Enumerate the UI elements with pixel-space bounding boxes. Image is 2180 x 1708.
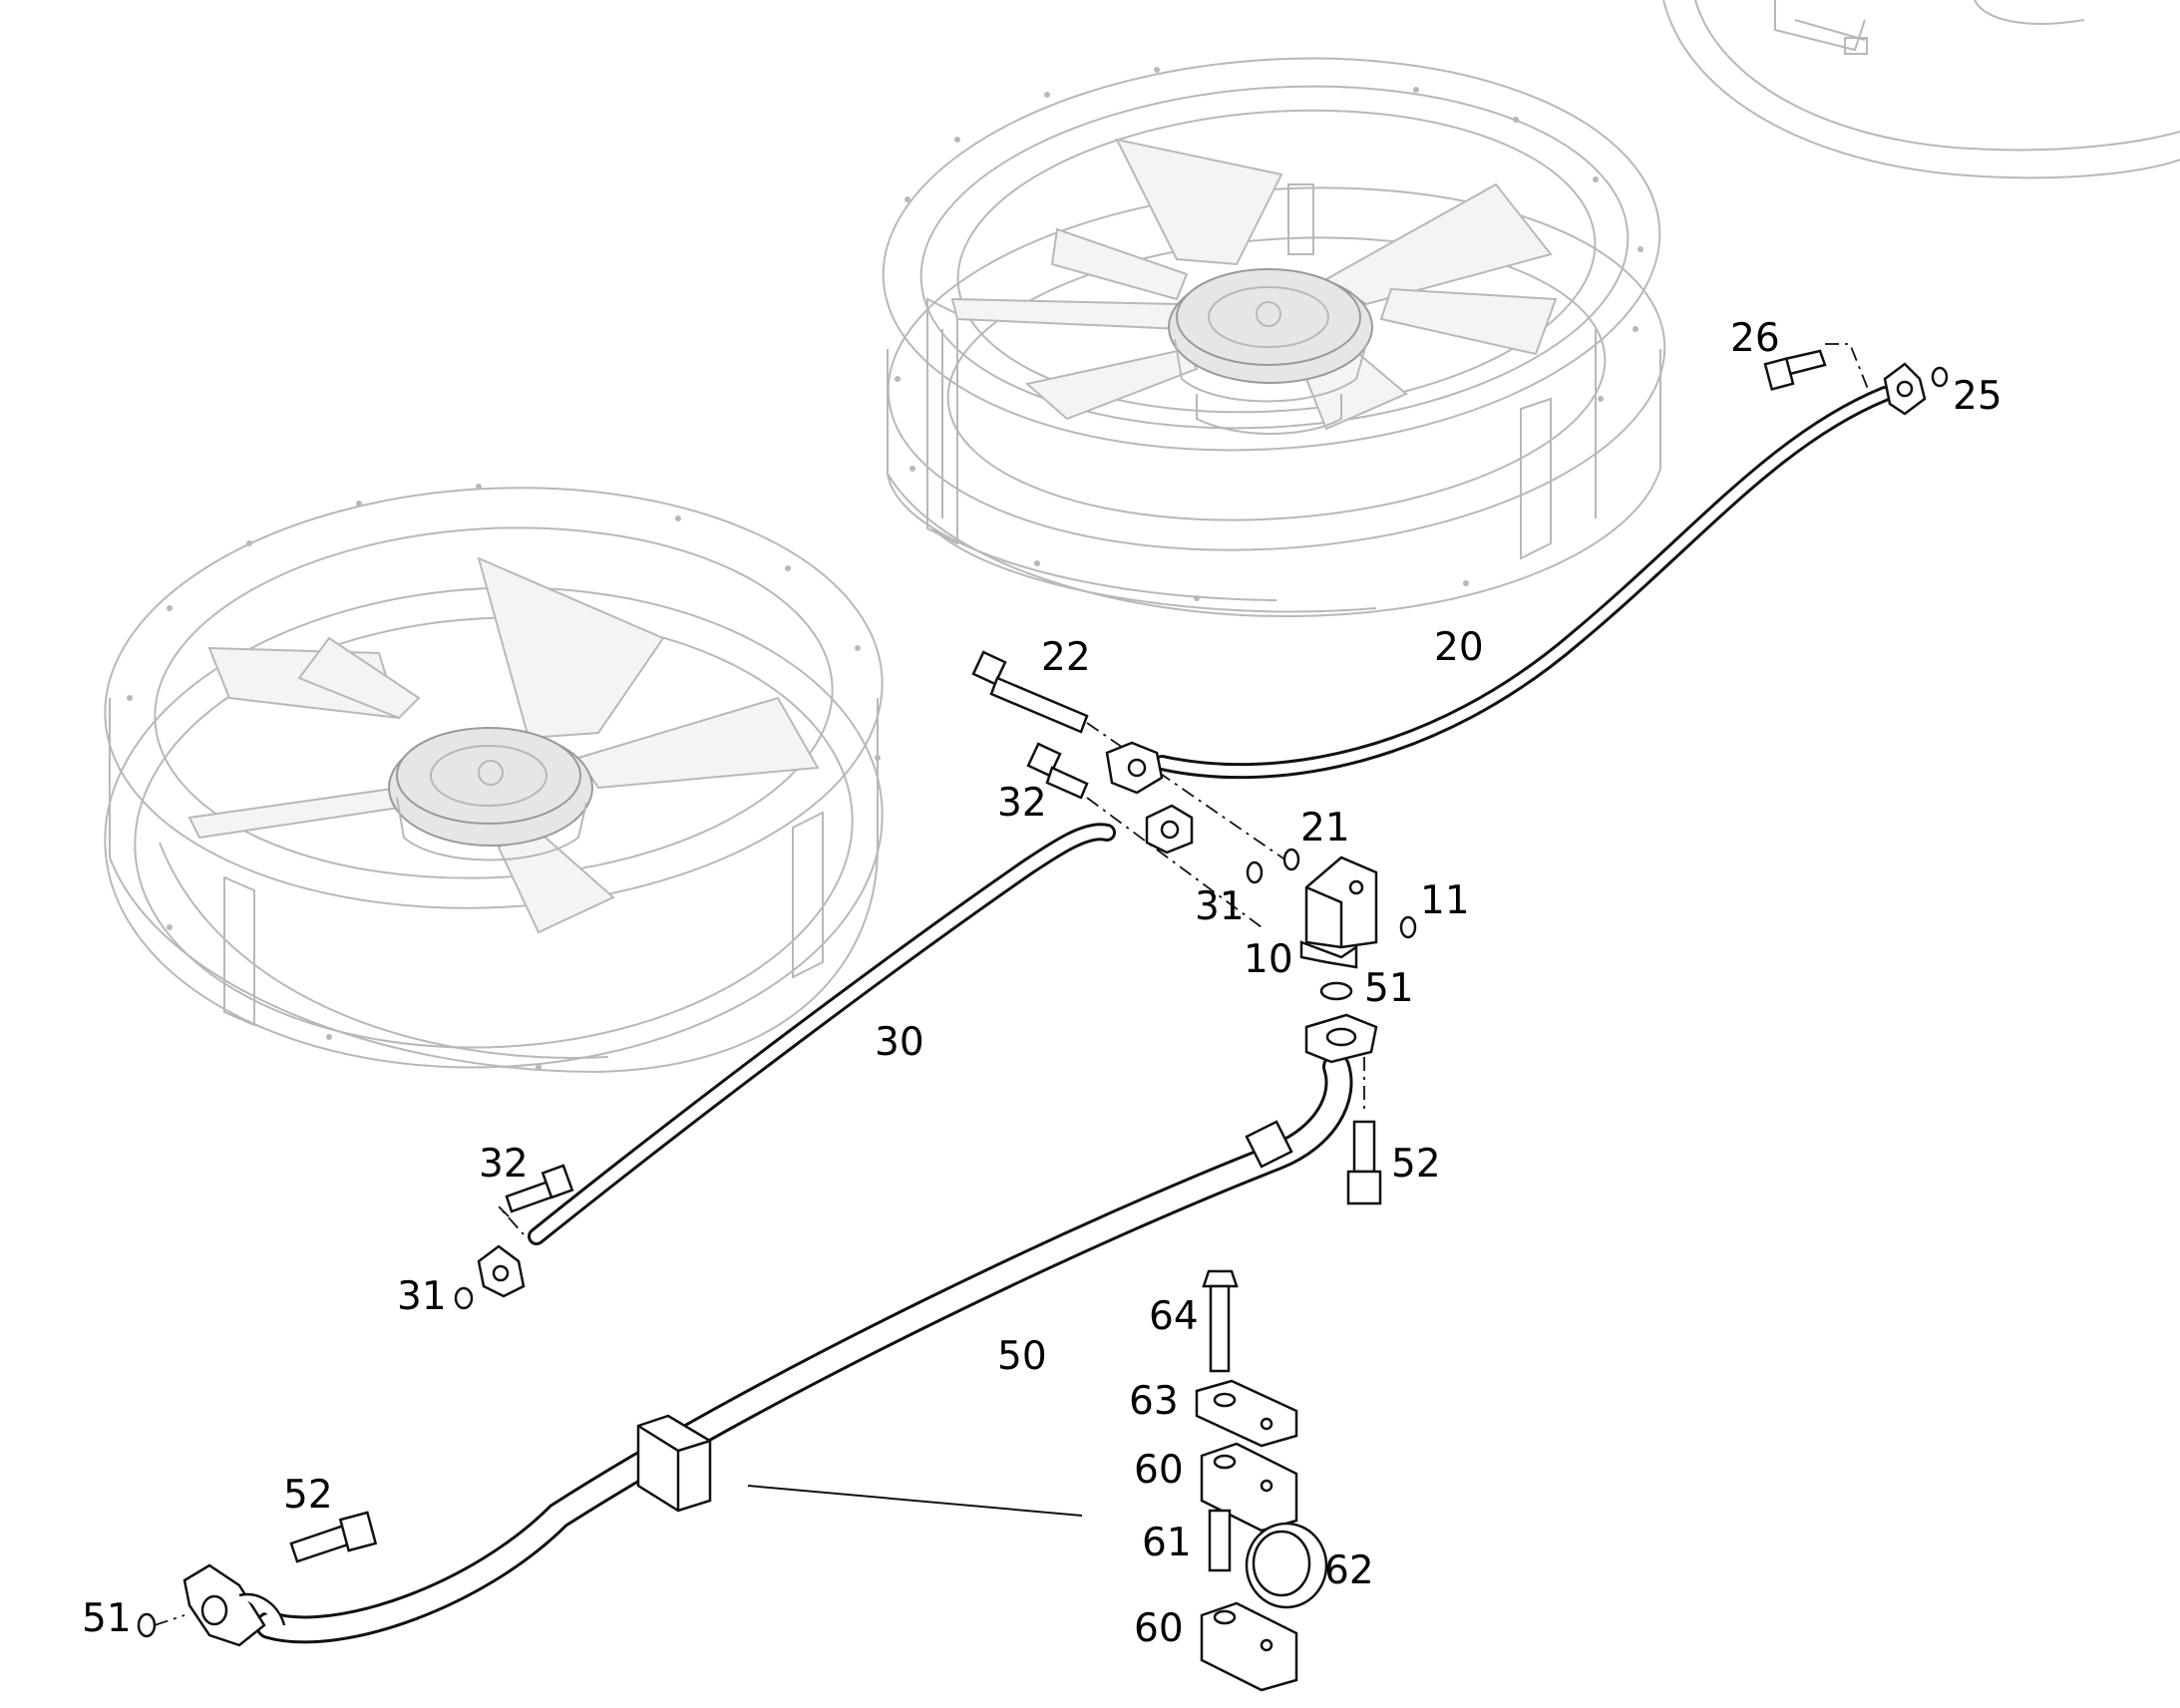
o-ring-21	[1282, 848, 1300, 871]
bolt-52-upper	[1346, 1120, 1382, 1205]
flange-fitting-20-start	[1105, 741, 1164, 795]
label-part-21: 21	[1300, 806, 1350, 851]
label-part-22: 22	[1041, 635, 1091, 680]
label-part-31-lower: 31	[397, 1274, 447, 1319]
bolt-22	[971, 650, 1089, 734]
label-part-60-lower: 60	[1134, 1606, 1184, 1651]
label-part-30: 30	[875, 1020, 924, 1065]
hose-clamp-50	[636, 1414, 712, 1513]
flange-fitting-50-lower	[182, 1563, 286, 1647]
dash-line-32-lower	[498, 1205, 525, 1235]
label-part-50: 50	[997, 1334, 1047, 1379]
label-part-62: 62	[1324, 1548, 1374, 1593]
hose-20	[1154, 386, 1893, 780]
label-part-63: 63	[1129, 1379, 1179, 1424]
bolt-64	[1202, 1269, 1239, 1373]
label-part-25: 25	[1953, 374, 2002, 419]
bolt-26	[1763, 349, 1827, 391]
flange-fitting-30-end	[1145, 804, 1194, 854]
hose-30	[528, 823, 1116, 1245]
label-part-51-lower: 51	[82, 1596, 132, 1641]
dash-line-32	[1086, 797, 1263, 928]
label-part-26: 26	[1730, 316, 1780, 361]
bolt-32-lower	[505, 1164, 574, 1213]
label-part-11: 11	[1420, 878, 1470, 923]
o-ring-31-upper	[1246, 860, 1264, 884]
clamp-half-60-upper	[1200, 1442, 1298, 1533]
o-ring-51-lower	[137, 1612, 157, 1638]
label-part-51-upper: 51	[1364, 966, 1414, 1011]
dowel-pin-61	[1208, 1509, 1232, 1572]
manifold-block-10	[1299, 855, 1378, 969]
o-ring-51-upper	[1319, 981, 1353, 1001]
label-part-32-upper: 32	[997, 781, 1047, 826]
cover-plate-63	[1195, 1379, 1298, 1448]
fan-assembly-center	[882, 57, 1666, 618]
hose-50	[255, 1053, 1353, 1644]
bolt-32-upper	[1026, 742, 1089, 800]
bolt-52-lower	[289, 1511, 378, 1563]
label-part-52-lower: 52	[283, 1473, 333, 1518]
hose-grommet-62	[1245, 1522, 1328, 1609]
flange-fitting-20-end	[1883, 362, 1927, 416]
dash-line-51	[154, 1614, 185, 1626]
label-part-64: 64	[1149, 1294, 1199, 1339]
flange-fitting-30-start	[477, 1244, 526, 1298]
o-ring-31-lower	[454, 1286, 474, 1310]
label-part-20: 20	[1434, 625, 1484, 670]
dash-line-26	[1825, 343, 1871, 395]
fan-assembly-left	[104, 484, 884, 1074]
o-ring-11	[1399, 915, 1417, 939]
flange-fitting-50-upper	[1304, 1013, 1378, 1064]
label-part-10: 10	[1244, 937, 1293, 982]
fan-assembly-top-right	[1662, 0, 2180, 179]
dash-line-22	[1086, 722, 1297, 868]
label-part-32-lower: 32	[479, 1142, 529, 1187]
label-part-31-upper: 31	[1195, 884, 1245, 929]
label-part-61: 61	[1142, 1521, 1192, 1565]
clamp-half-60-lower	[1200, 1601, 1298, 1692]
o-ring-25	[1931, 366, 1949, 388]
label-part-52-upper: 52	[1391, 1142, 1441, 1187]
label-part-60-upper: 60	[1134, 1448, 1184, 1493]
leader-line-clamp	[747, 1485, 1083, 1517]
